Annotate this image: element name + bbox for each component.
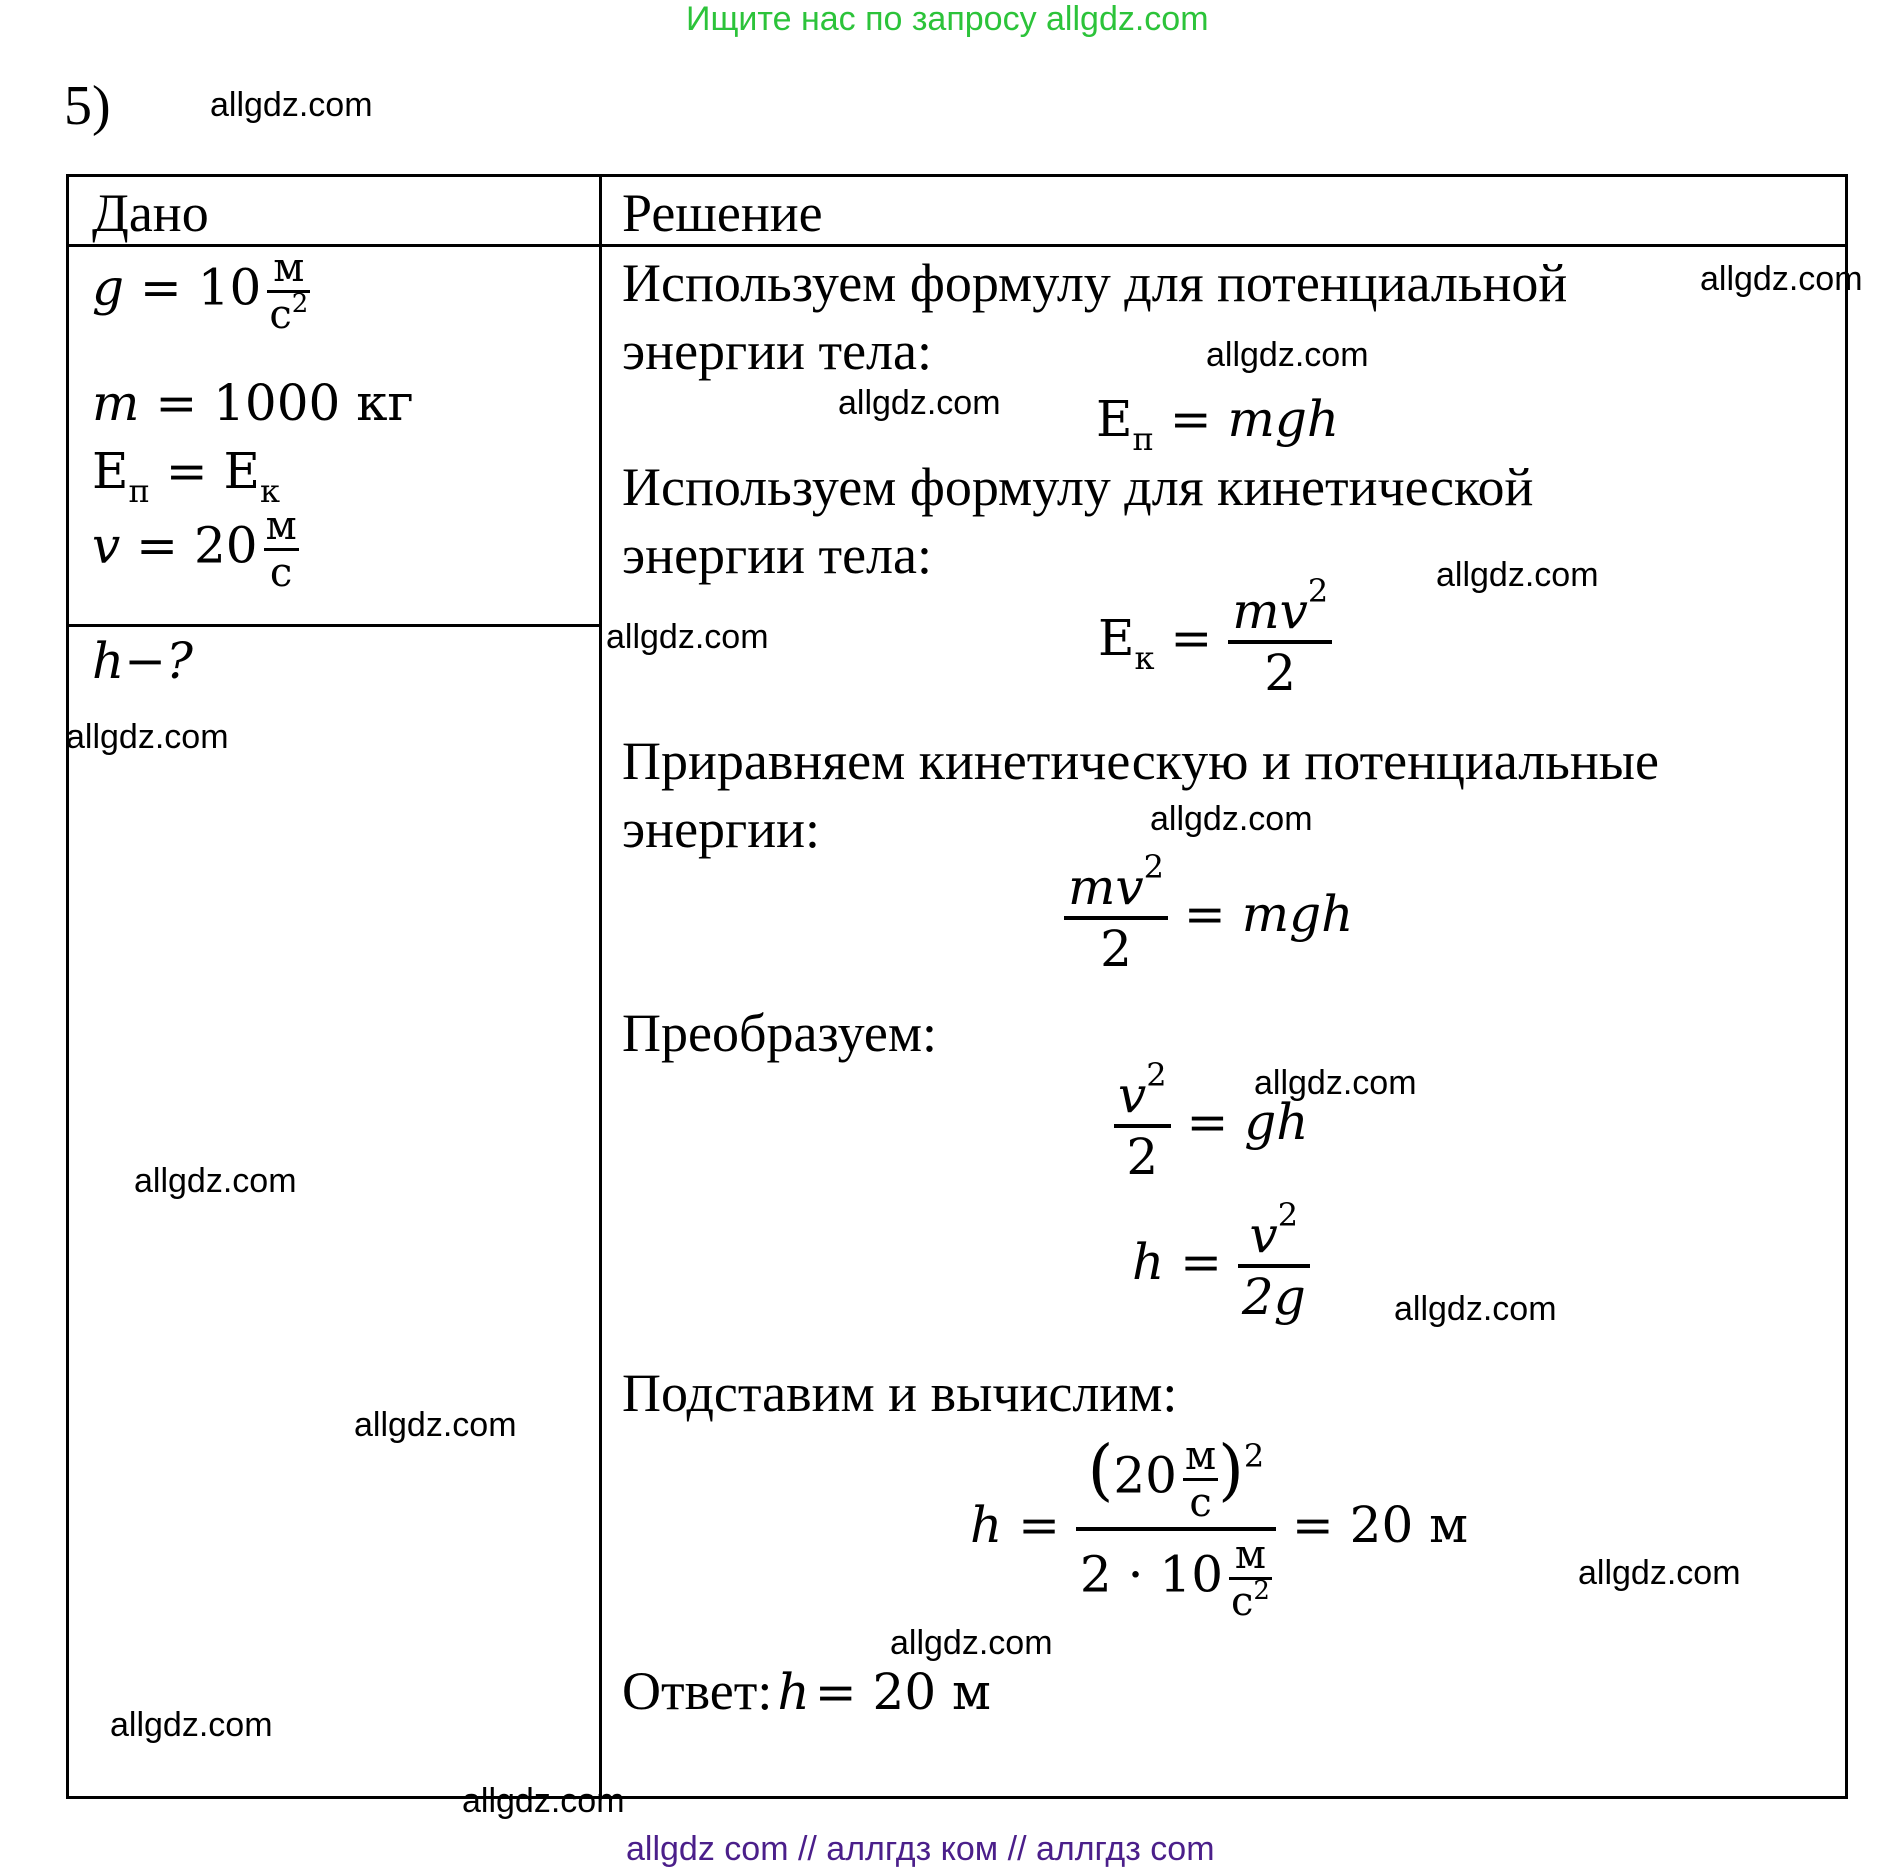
watermark: allgdz.com (134, 1162, 297, 1200)
step5-label: Подставим и вычислим: (622, 1363, 1178, 1423)
step3-line1: Приравняем кинетическую и потенциальные (622, 731, 1659, 791)
watermark: allgdz.com (1700, 260, 1863, 298)
watermark: allgdz.com (1150, 800, 1313, 838)
watermark: allgdz.com (354, 1406, 517, 1444)
watermark: allgdz.com (1394, 1290, 1557, 1328)
watermark: allgdz.com (1254, 1064, 1417, 1102)
given-energy-equality: Eп = Eк (92, 442, 281, 510)
step1-line1: Используем формулу для потенциальной (622, 253, 1568, 313)
step1-line2: энергии тела: (622, 321, 932, 381)
watermark: allgdz.com (462, 1782, 625, 1820)
search-banner: Ищите нас по запросу allgdz.com (686, 0, 1209, 38)
watermark: allgdz.com (890, 1624, 1053, 1662)
watermark: allgdz.com (210, 86, 373, 124)
watermark: allgdz.com (1206, 336, 1369, 374)
answer: Ответ: h = 20 м (622, 1661, 991, 1721)
watermark: allgdz.com (1436, 556, 1599, 594)
problem-number: 5) (64, 75, 111, 137)
step2-line1: Используем формулу для кинетической (622, 457, 1534, 517)
given-header: Дано (92, 183, 209, 243)
step2-line2: энергии тела: (622, 525, 932, 585)
formula-potential-energy: Eп = mgh (1096, 390, 1340, 458)
find-h: h−? (92, 632, 193, 690)
footer-links: allgdz com // аллгдз ком // аллгдз com (626, 1830, 1215, 1868)
solution-header: Решение (622, 183, 823, 243)
watermark: allgdz.com (838, 384, 1001, 422)
watermark: allgdz.com (1578, 1554, 1741, 1592)
step3-line2: энергии: (622, 799, 820, 859)
watermark: allgdz.com (606, 618, 769, 656)
step4-label: Преобразуем: (622, 1003, 938, 1063)
watermark: allgdz.com (110, 1706, 273, 1744)
watermark: allgdz.com (66, 718, 229, 756)
given-m: m = 1000 кг (92, 374, 414, 432)
